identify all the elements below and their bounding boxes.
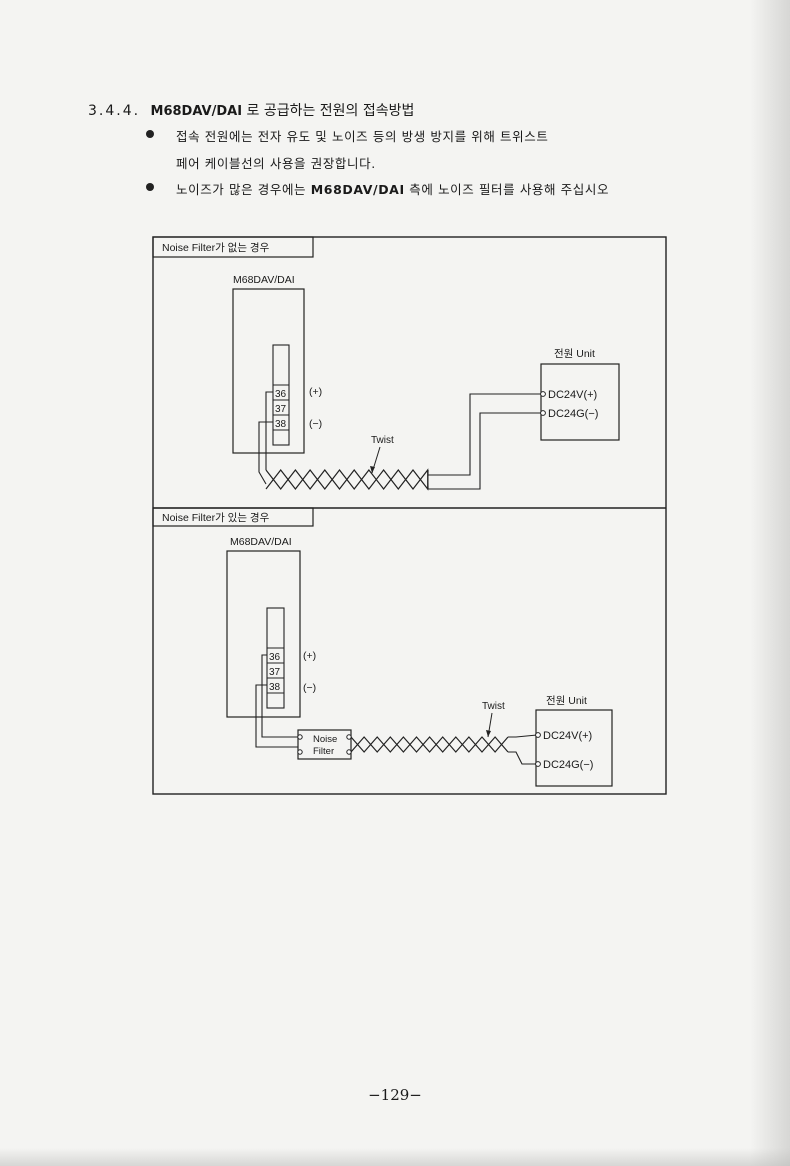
- dc-plus-label-bottom: DC24V(+): [543, 730, 592, 742]
- bullet-2-model: M68DAV/DAI: [310, 182, 405, 197]
- power-unit-label-bottom: 전원 Unit: [546, 695, 587, 707]
- bullet-1-line-2: 페어 케이블선의 사용을 권장합니다.: [176, 156, 376, 171]
- wire-dc-plus-top: [428, 393, 541, 476]
- twisted-pair-top-a: [265, 469, 429, 491]
- wire-dc-minus-bottom: [508, 751, 537, 765]
- minus-label-bottom: (−): [303, 682, 316, 694]
- bullet-2-pre: 노이즈가 많은 경우에는: [176, 182, 311, 197]
- power-unit-label-top: 전원 Unit: [554, 348, 595, 360]
- section-heading: 3.4.4. M68DAV/DAI 로 공급하는 전원의 접속방법: [88, 100, 414, 120]
- bullet-dot-2: [146, 183, 154, 191]
- module-box-top: [232, 288, 305, 454]
- label-box-bottom: [152, 507, 314, 527]
- terminal-38-top: 38: [275, 419, 287, 430]
- twisted-pair-bottom-b: [350, 736, 509, 753]
- terminal-37-top: 37: [275, 404, 287, 415]
- terminal-36-top: 36: [275, 389, 287, 400]
- page-number: −129−: [368, 1086, 422, 1104]
- label-with-filter: Noise Filter가 있는 경우: [162, 511, 270, 524]
- label-without-filter: Noise Filter가 없는 경우: [162, 241, 270, 254]
- twist-label-top: Twist: [371, 435, 394, 446]
- dc-plus-label-top: DC24V(+): [548, 389, 597, 401]
- plus-label-top: (+): [309, 386, 322, 398]
- power-unit-box-bottom: [535, 709, 613, 787]
- dc-minus-label-top: DC24G(−): [548, 408, 598, 420]
- filter-label-2: Filter: [313, 746, 334, 757]
- twisted-pair-top-b: [265, 468, 429, 490]
- filter-label-1: Noise: [313, 734, 337, 745]
- bullet-2-post: 측에 노이즈 필터를 사용해 주십시오: [404, 182, 610, 197]
- section-title: 로 공급하는 전원의 접속방법: [246, 103, 415, 119]
- module-label-bottom: M68DAV/DAI: [230, 536, 292, 548]
- wire-plus-bottom: [261, 654, 298, 738]
- panel-without-filter: Noise Filter가 없는 경우 M68DAV/DAI 36 37 38 …: [152, 236, 620, 491]
- dc-minus-label-bottom: DC24G(−): [543, 759, 593, 771]
- wire-minus-bottom: [255, 684, 298, 748]
- terminal-37-bottom: 37: [269, 667, 281, 678]
- bullet-2: 노이즈가 많은 경우에는 M68DAV/DAI 측에 노이즈 필터를 사용해 주…: [176, 179, 609, 198]
- twisted-pair-bottom-a: [350, 736, 509, 753]
- bullet-1-line-1: 접속 전원에는 전자 유도 및 노이즈 등의 방생 방지를 위해 트위스트: [176, 129, 549, 144]
- module-label-top: M68DAV/DAI: [233, 274, 295, 286]
- terminal-strip-bottom: [266, 607, 285, 709]
- wire-minus-top: [258, 421, 273, 485]
- wire-dc-plus-bottom: [508, 734, 538, 738]
- page-bottom-shadow: [0, 1148, 790, 1166]
- terminal-36-bottom: 36: [269, 652, 281, 663]
- minus-label-top: (−): [309, 418, 322, 430]
- bullet-dot-1: [146, 130, 154, 138]
- page-edge-shadow: [750, 0, 790, 1166]
- wire-plus-top: [265, 391, 273, 470]
- panel-with-filter: Noise Filter가 있는 경우 M68DAV/DAI 36 37 38 …: [152, 507, 613, 787]
- twist-label-bottom: Twist: [482, 701, 505, 712]
- section-number: 3.4.4.: [88, 103, 141, 119]
- power-unit-box-top: [540, 363, 620, 441]
- wire-dc-minus-top: [428, 412, 541, 490]
- terminal-38-bottom: 38: [269, 682, 281, 693]
- section-model: M68DAV/DAI: [150, 104, 243, 119]
- module-box-bottom: [226, 550, 301, 718]
- label-box-top: [152, 236, 314, 258]
- noise-filter-box: [297, 729, 352, 760]
- plus-label-bottom: (+): [303, 650, 316, 662]
- terminal-strip-top: [272, 344, 290, 446]
